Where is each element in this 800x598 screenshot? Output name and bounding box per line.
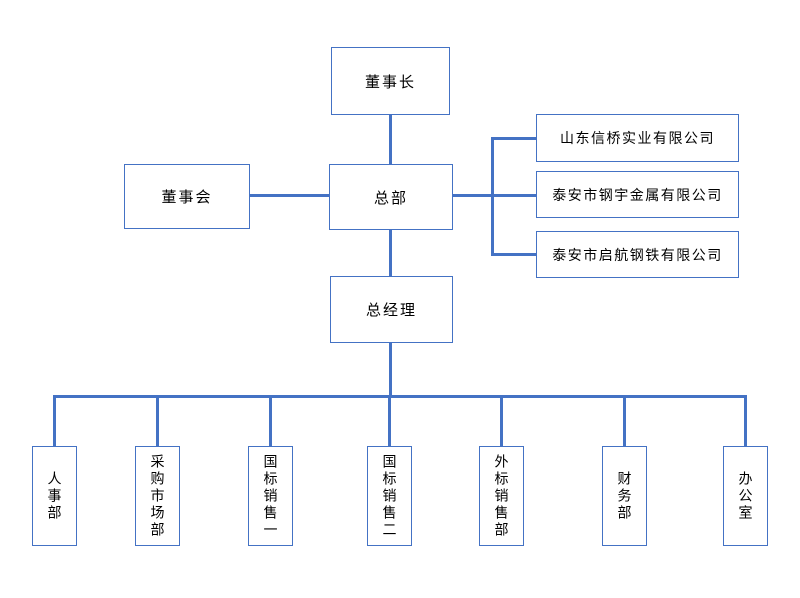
org-node-subsidiary-3: 泰安市启航钢铁有限公司	[536, 231, 739, 278]
org-node-department-5: 外标销售部	[479, 446, 524, 546]
connector-drop-department-3	[269, 394, 272, 446]
org-node-department-6: 财务部	[602, 446, 647, 546]
org-node-department-5-label: 外标销售部	[493, 453, 510, 539]
connector-drop-department-7	[744, 394, 747, 446]
org-node-department-7-label: 办公室	[737, 470, 754, 522]
org-node-headquarters-label: 总部	[373, 189, 408, 207]
org-node-department-3: 国标销售一	[248, 446, 293, 546]
org-node-subsidiary-3-label: 泰安市启航钢铁有限公司	[552, 246, 723, 263]
org-node-general-manager-label: 总经理	[365, 302, 417, 319]
org-node-subsidiary-1: 山东信桥实业有限公司	[536, 114, 739, 162]
org-node-chairman-label: 董事长	[364, 73, 416, 91]
org-node-chairman: 董事长	[331, 47, 450, 115]
connector-drop-department-2	[156, 394, 159, 446]
org-node-board: 董事会	[124, 164, 250, 229]
department-rail-line	[53, 394, 747, 398]
connector-drop-department-5	[500, 394, 503, 446]
connector-chairman-headquarters	[388, 115, 392, 164]
org-node-board-label: 董事会	[161, 189, 213, 206]
connector-branch-subsidiary-1	[490, 136, 536, 140]
org-node-department-4: 国标销售二	[367, 446, 412, 546]
org-node-department-2: 采购市场部	[135, 446, 180, 546]
connector-headquarters-general-manager	[388, 230, 392, 276]
org-node-department-3-label: 国标销售一	[262, 453, 279, 539]
org-node-general-manager: 总经理	[330, 276, 453, 343]
connector-drop-department-1	[53, 394, 56, 446]
org-node-department-1: 人事部	[32, 446, 77, 546]
org-node-headquarters: 总部	[329, 164, 453, 230]
org-node-subsidiary-2-label: 泰安市钢宇金属有限公司	[552, 186, 723, 203]
connector-general-manager-rail	[388, 343, 392, 396]
org-node-department-7: 办公室	[723, 446, 768, 546]
subsidiary-bracket-vertical-line	[490, 136, 494, 256]
connector-drop-department-4	[388, 394, 391, 446]
org-node-department-4-label: 国标销售二	[381, 453, 398, 539]
org-node-department-1-label: 人事部	[46, 470, 63, 522]
org-node-subsidiary-1-label: 山东信桥实业有限公司	[560, 130, 715, 146]
connector-drop-department-6	[623, 394, 626, 446]
org-node-department-2-label: 采购市场部	[149, 453, 166, 539]
org-node-department-6-label: 财务部	[616, 470, 633, 522]
connector-branch-subsidiary-3	[490, 253, 536, 256]
connector-headquarters-subsidiaries	[453, 194, 536, 197]
org-node-subsidiary-2: 泰安市钢宇金属有限公司	[536, 171, 739, 218]
connector-board-headquarters	[250, 194, 329, 197]
